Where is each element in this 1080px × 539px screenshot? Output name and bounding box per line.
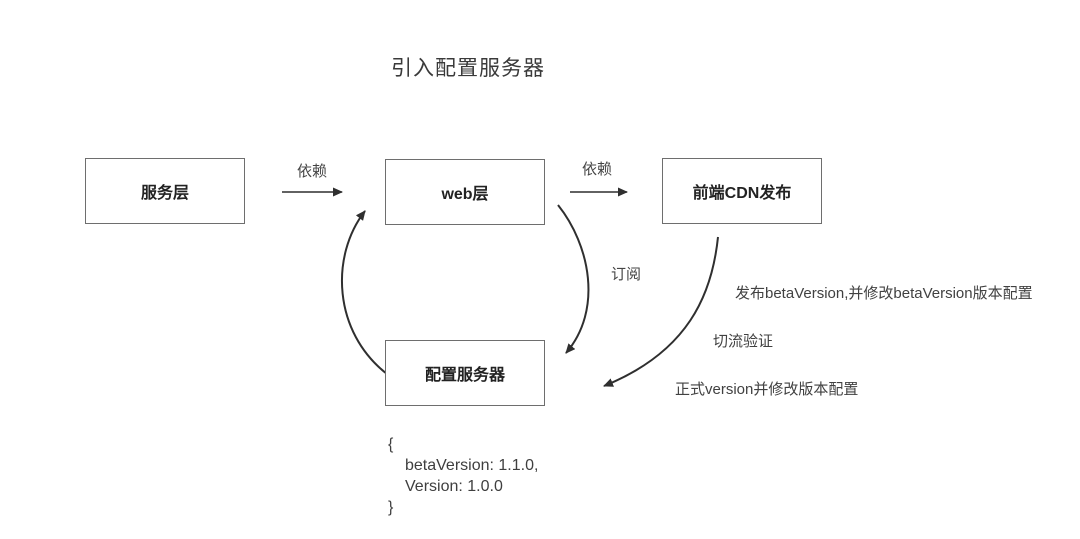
version-config-snippet: { betaVersion: 1.1.0, Version: 1.0.0 } xyxy=(388,434,538,518)
arrow-cdn-to-config xyxy=(603,236,719,387)
node-web-layer: web层 xyxy=(385,159,545,225)
edge-label-depend-web-cdn: 依赖 xyxy=(582,161,613,178)
node-web-layer-label: web层 xyxy=(441,186,489,203)
edge-label-subscribe: 订阅 xyxy=(611,266,642,283)
arrow-config-to-web xyxy=(341,210,388,375)
annotation-traffic-switch-verify: 切流验证 xyxy=(713,333,774,350)
node-config-server-label: 配置服务器 xyxy=(424,367,505,384)
node-cdn-release: 前端CDN发布 xyxy=(662,158,822,224)
node-service-layer: 服务层 xyxy=(85,158,245,224)
node-cdn-release-label: 前端CDN发布 xyxy=(692,185,792,202)
code-line-open-brace: { xyxy=(388,436,394,453)
code-line-beta-version: betaVersion: 1.1.0, xyxy=(405,457,539,474)
annotation-official-version: 正式version并修改版本配置 xyxy=(675,381,859,398)
code-line-version: Version: 1.0.0 xyxy=(405,478,503,495)
node-service-layer-label: 服务层 xyxy=(140,185,189,202)
edge-label-depend-service-web: 依赖 xyxy=(297,163,328,180)
node-config-server: 配置服务器 xyxy=(385,340,545,406)
arrow-web-to-config xyxy=(557,204,590,354)
code-line-close-brace: } xyxy=(388,499,394,516)
annotation-publish-beta-version: 发布betaVersion,并修改betaVersion版本配置 xyxy=(735,285,1033,302)
diagram-title: 引入配置服务器 xyxy=(391,57,545,80)
